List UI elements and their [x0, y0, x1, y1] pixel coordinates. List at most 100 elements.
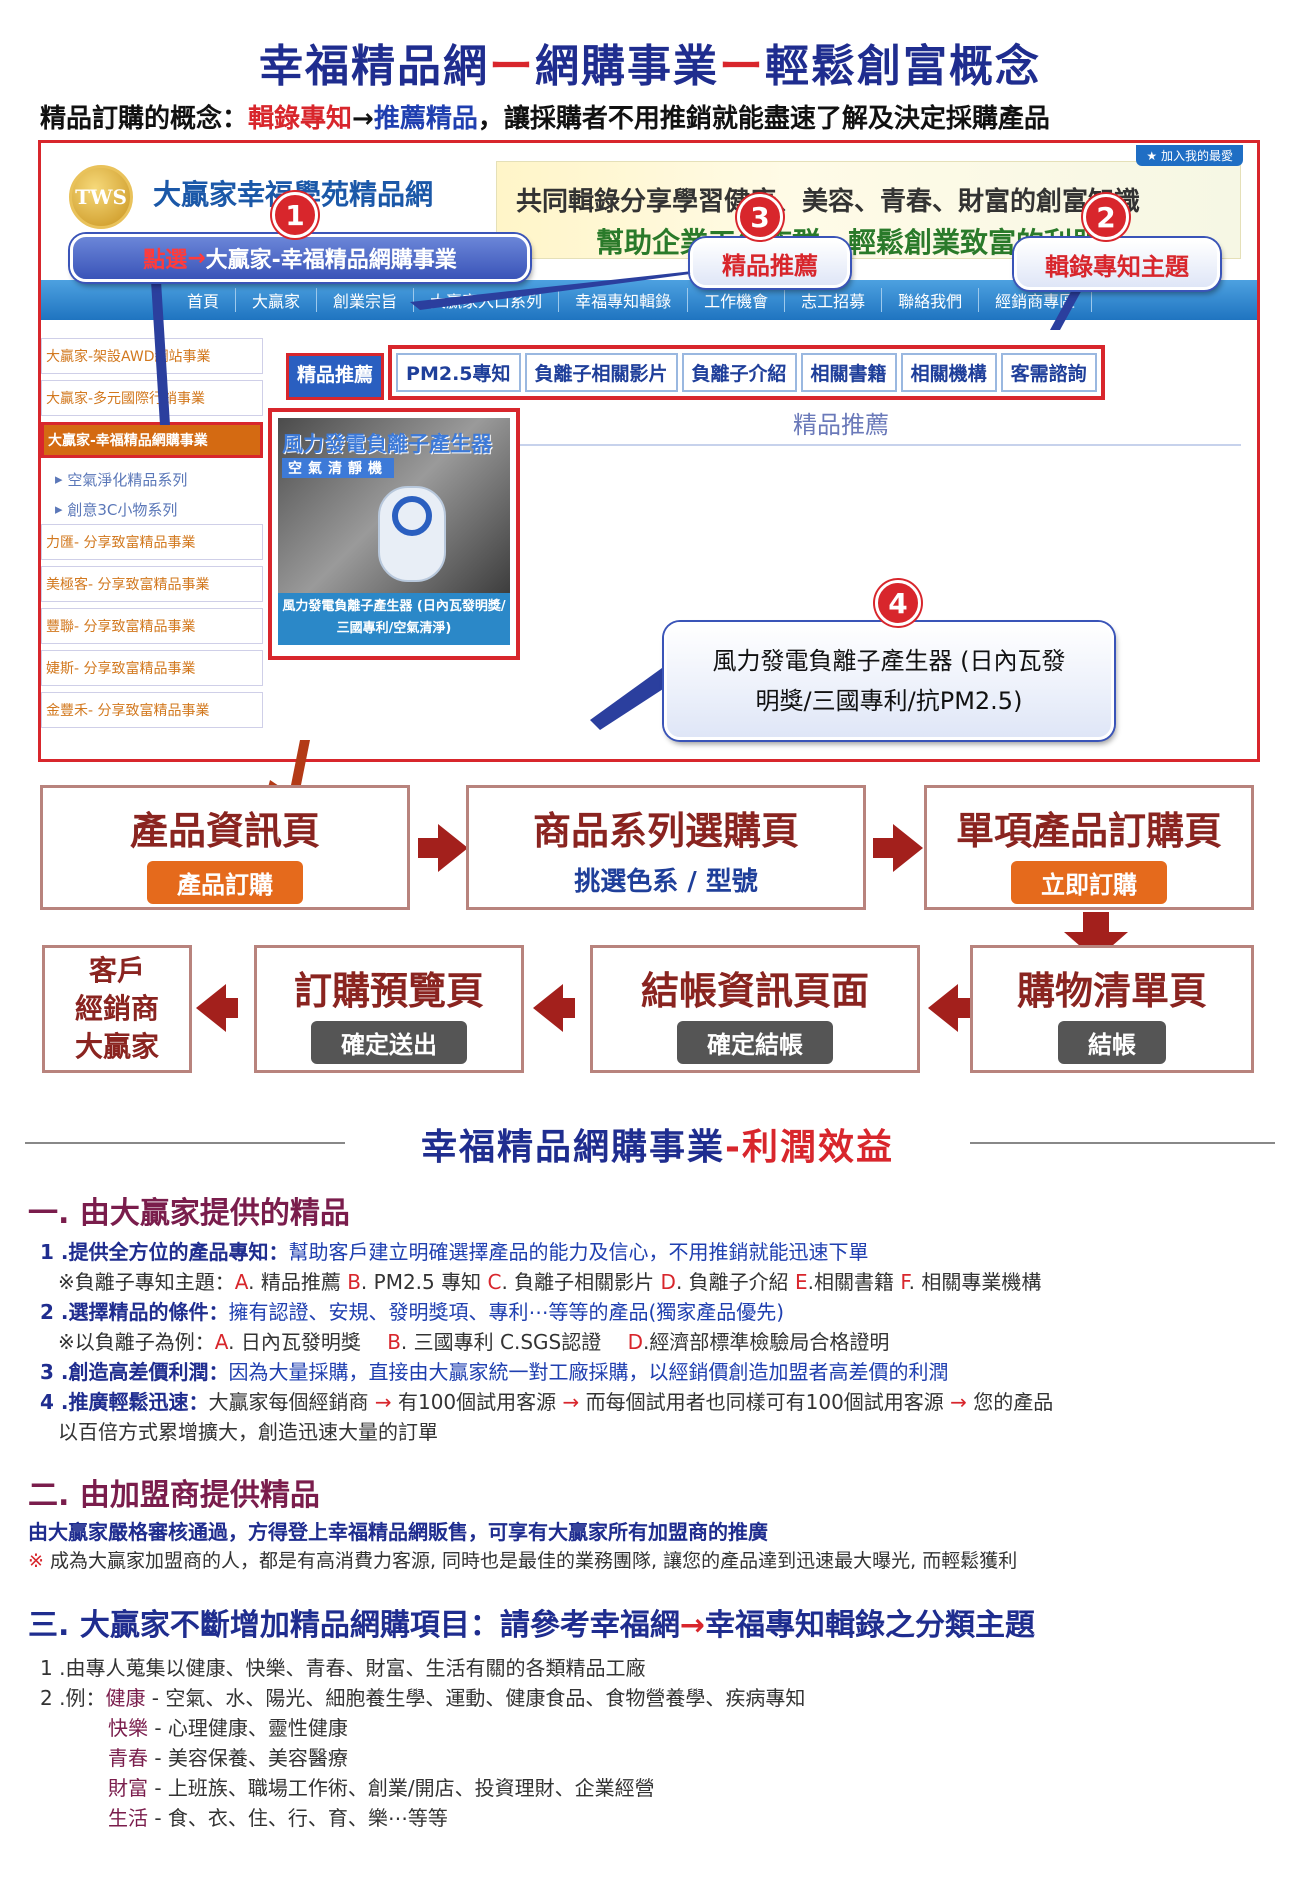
- text-span: 因為大量採購，直接由大贏家統一對工廠採購，以經銷價創造加盟者高差價的利潤: [228, 1360, 949, 1384]
- badge-1: 1: [272, 192, 318, 238]
- category-value: - 空氣、水、陽光、細胞養生學、運動、健康食品、食物營養學、疾病專知: [145, 1686, 806, 1710]
- text-span: . 三國專利 C.SGS認證: [400, 1330, 628, 1354]
- flow-recipients: 客戶 經銷商 大贏家: [42, 945, 192, 1073]
- text-line: 1 .提供全方位的產品專知：幫助客戶建立明確選擇產品的能力及信心，不用推銷就能迅…: [40, 1236, 868, 1265]
- flow-title: 結帳資訊頁面: [640, 969, 869, 1013]
- nav-item[interactable]: 幸福專知輯錄: [559, 288, 689, 312]
- flow-arrow-right-icon: [893, 824, 923, 872]
- category-key: 財富: [108, 1776, 148, 1800]
- text-line: 2 .選擇精品的條件：擁有認證、安規、發明獎項、專利⋯等等的產品(獨家產品優先): [40, 1296, 784, 1325]
- nav-item[interactable]: 首頁: [171, 288, 237, 312]
- sidebar-item-active[interactable]: 大贏家-幸福精品網購事業: [41, 422, 263, 458]
- text-span: F: [900, 1270, 909, 1294]
- flow-arrow-right-icon: [438, 824, 468, 872]
- sidebar-item[interactable]: 金豐禾- 分享致富精品事業: [41, 692, 263, 728]
- flow-arrow-shaft: [216, 998, 238, 1018]
- flow-arrow-shaft: [1083, 912, 1109, 934]
- tab-item[interactable]: 相關書籍: [800, 353, 897, 392]
- section-title-dash: -: [725, 1127, 742, 1168]
- arrow-icon: →: [374, 1390, 392, 1414]
- text-line: ※負離子專知主題：A. 精品推薦 B. PM2.5 專知 C. 負離子相關影片 …: [58, 1266, 1041, 1295]
- flow-series-select: 商品系列選購頁 挑選色系 / 型號: [466, 785, 866, 910]
- sidebar-subitem[interactable]: ▸ 空氣淨化精品系列: [55, 470, 188, 489]
- text-bold: 4 .推廣輕鬆迅速：: [40, 1390, 209, 1414]
- category-value: - 食、衣、住、行、育、樂⋯等等: [148, 1806, 448, 1830]
- text-line: ※以負離子為例：A. 日內瓦發明獎 B. 三國專利 C.SGS認證 D.經濟部標…: [58, 1326, 889, 1355]
- flow-arrow-shaft: [553, 998, 575, 1018]
- confirm-submit-button[interactable]: 確定送出: [311, 1021, 467, 1064]
- title-part: 輕鬆創富概念: [765, 41, 1041, 92]
- product-caption[interactable]: 風力發電負離子產生器 (日內瓦發明獎/三國專利/空氣清淨): [278, 593, 510, 645]
- product-card[interactable]: 風力發電負離子產生器 空氣清靜機 風力發電負離子產生器 (日內瓦發明獎/三國專利…: [268, 408, 520, 660]
- sidebar-item[interactable]: 婕斯- 分享致富精品事業: [41, 650, 263, 686]
- site-logo[interactable]: TWS: [69, 165, 133, 229]
- text-span: 2 .例：: [40, 1686, 106, 1710]
- nav-item[interactable]: 聯絡我們: [882, 288, 980, 312]
- nav-item[interactable]: 創業宗旨: [317, 288, 415, 312]
- text-span: . 精品推薦: [248, 1270, 348, 1294]
- text-span: A: [214, 1330, 229, 1354]
- badge-2: 2: [1083, 194, 1129, 240]
- text-span: . PM2.5 專知: [360, 1270, 488, 1294]
- section-title-part: 利潤效益: [741, 1127, 894, 1168]
- text-line: 由大贏家嚴格審核通過，方得登上幸福精品網販售，可享有大贏家所有加盟商的推廣: [28, 1520, 768, 1544]
- subtitle-part: ，讓採購者不用推銷就能盡速了解及決定採購產品: [477, 104, 1050, 134]
- tab-item[interactable]: 負離子相關影片: [524, 353, 678, 392]
- title-dash: ー: [489, 41, 535, 92]
- tab-item[interactable]: PM2.5專知: [396, 353, 521, 392]
- sidebar-subitem[interactable]: ▸ 創意3C小物系列: [55, 500, 178, 519]
- heading-3: 三. 大贏家不斷增加精品網購項目：請參考幸福網→幸福專知輯錄之分類主題: [28, 1600, 1035, 1644]
- text-line: 2 .例：健康 - 空氣、水、陽光、細胞養生學、運動、健康食品、食物營養學、疾病…: [40, 1682, 805, 1711]
- tab-item[interactable]: 客需諮詢: [1000, 353, 1097, 392]
- subtitle-part: 輯錄專知: [248, 104, 353, 134]
- nav-item[interactable]: 志工招募: [785, 288, 883, 312]
- tab-recommend[interactable]: 精品推薦: [286, 353, 385, 400]
- subtitle-part: 精品訂購的概念：: [40, 104, 249, 134]
- confirm-checkout-button[interactable]: 確定結帳: [677, 1021, 833, 1064]
- sidebar: 大贏家-架設AWD網站事業 大贏家-多元國際行銷事業 大贏家-幸福精品網購事業 …: [41, 338, 263, 734]
- text-span: 成為大贏家加盟商的人，都是有高消費力客源, 同時也是最佳的業務團隊, 讓您的產品…: [43, 1550, 1018, 1572]
- sidebar-item[interactable]: 大贏家-架設AWD網站事業: [41, 338, 263, 374]
- flow-title: 商品系列選購頁: [532, 809, 799, 853]
- text-bold: 1 .提供全方位的產品專知：: [40, 1240, 289, 1264]
- sidebar-item[interactable]: 美極客- 分享致富精品事業: [41, 566, 263, 602]
- title-dash: ー: [719, 41, 765, 92]
- text-span: C: [487, 1270, 502, 1294]
- order-product-button[interactable]: 產品訂購: [147, 861, 303, 904]
- heading-1: 一. 由大贏家提供的精品: [28, 1196, 350, 1231]
- callout-1-text: 大贏家-幸福精品網購事業: [205, 248, 457, 273]
- flow-title: 購物清單頁: [1016, 969, 1207, 1013]
- text-line: 生活 - 食、衣、住、行、育、樂⋯等等: [108, 1802, 448, 1831]
- tab-item[interactable]: 負離子介紹: [681, 353, 797, 392]
- category-value: - 美容保養、美容醫療: [148, 1746, 348, 1770]
- flow-single-order: 單項產品訂購頁 立即訂購: [924, 785, 1254, 910]
- note-icon: ※: [28, 1550, 44, 1572]
- flow-subtitle: 挑選色系 / 型號: [574, 867, 758, 897]
- title-part: 網購事業: [535, 41, 719, 92]
- nav-item[interactable]: 經銷商專區: [979, 288, 1093, 312]
- text-line: 快樂 - 心理健康、靈性健康: [108, 1712, 348, 1741]
- text-line: 1 .由專人蒐集以健康、快樂、青春、財富、生活有關的各類精品工廠: [40, 1656, 646, 1680]
- arrow-icon: →: [187, 245, 206, 271]
- text-span: A: [234, 1270, 249, 1294]
- add-favorite-button[interactable]: ★ 加入我的最愛: [1136, 145, 1243, 166]
- callout-4: 風力發電負離子產生器 (日內瓦發 明獎/三國專利/抗PM2.5): [664, 622, 1114, 740]
- order-now-button[interactable]: 立即訂購: [1011, 861, 1167, 904]
- nav-item[interactable]: 大贏家: [236, 288, 318, 312]
- arrow-icon: →: [562, 1390, 580, 1414]
- product-photo: 風力發電負離子產生器 空氣清靜機: [278, 418, 510, 593]
- text-span: E: [795, 1270, 808, 1294]
- text-span: D: [660, 1270, 676, 1294]
- text-span: 有100個試用客源: [391, 1390, 563, 1414]
- text-span: D: [627, 1330, 643, 1354]
- sidebar-item[interactable]: 力匯- 分享致富精品事業: [41, 524, 263, 560]
- sidebar-subitem-label: 空氣淨化精品系列: [67, 470, 188, 489]
- text-span: 您的產品: [966, 1390, 1054, 1414]
- nav-item[interactable]: 工作機會: [688, 288, 786, 312]
- flow-title: 產品資訊頁: [129, 809, 320, 853]
- tab-item[interactable]: 相關機構: [900, 353, 997, 392]
- flow-arrow-shaft: [873, 838, 895, 858]
- sidebar-item[interactable]: 豐聯- 分享致富精品事業: [41, 608, 263, 644]
- flow-cart: 購物清單頁 結帳: [970, 945, 1254, 1073]
- checkout-button[interactable]: 結帳: [1058, 1021, 1166, 1064]
